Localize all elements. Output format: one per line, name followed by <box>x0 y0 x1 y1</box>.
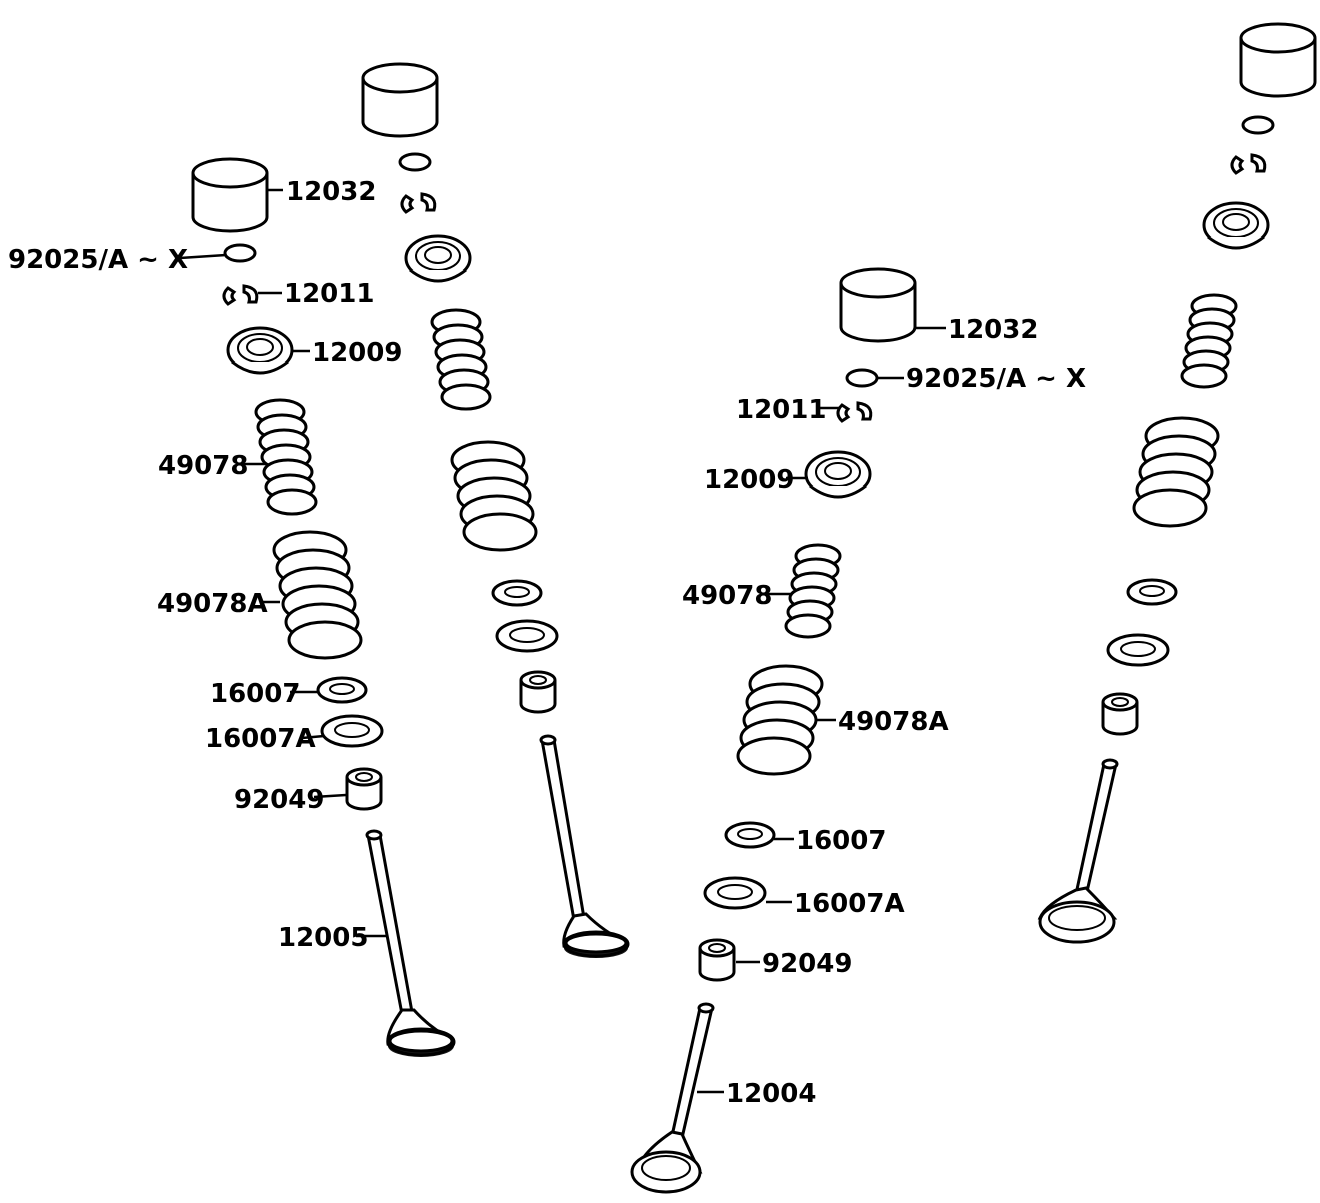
valve-assembly-1 <box>191 157 456 1057</box>
label-49078A: 49078A <box>157 589 268 619</box>
label-92025: 92025/A ~ X <box>8 245 188 275</box>
keeper <box>1230 153 1267 175</box>
valve <box>630 1002 715 1194</box>
shim <box>1241 115 1275 135</box>
label-16007A-b: 16007A <box>794 889 905 919</box>
outer-spring <box>1132 416 1220 528</box>
outer-spring <box>272 530 363 660</box>
spring-seat <box>724 821 776 849</box>
spring-retainer <box>226 326 294 375</box>
inner-spring <box>430 308 492 411</box>
label-12011-b: 12011 <box>736 395 826 425</box>
valve-assembly-4 <box>1037 22 1317 944</box>
inner-spring <box>1180 293 1238 389</box>
inner-spring <box>254 398 318 516</box>
label-92049-b: 92049 <box>762 949 852 979</box>
spring-seat-a <box>320 714 384 748</box>
label-92025-b: 92025/A ~ X <box>906 364 1086 394</box>
outer-spring <box>736 664 824 776</box>
stem-seal <box>1101 692 1139 736</box>
spring-retainer <box>1202 201 1270 250</box>
valve <box>365 829 456 1057</box>
spring-retainer <box>804 450 872 499</box>
spring-seat-a <box>703 876 767 910</box>
spring-retainer <box>404 234 472 283</box>
outer-spring <box>450 440 538 552</box>
spring-seat <box>491 579 543 607</box>
shim <box>223 243 257 263</box>
spring-seat-a <box>1106 633 1170 667</box>
label-12011: 12011 <box>284 279 374 309</box>
inner-spring <box>784 543 842 639</box>
label-12005: 12005 <box>278 923 368 953</box>
valve-assembly-2 <box>361 62 630 958</box>
keeper <box>222 284 259 306</box>
label-12032-b: 12032 <box>948 315 1038 345</box>
stem-seal <box>345 767 383 811</box>
valve <box>1037 758 1119 944</box>
label-12009-b: 12009 <box>704 465 794 495</box>
label-16007-b: 16007 <box>796 826 886 856</box>
part-labels: 12032 92025/A ~ X 12011 12009 49078 4907… <box>8 177 1086 1109</box>
label-16007: 16007 <box>210 679 300 709</box>
shim <box>845 368 879 388</box>
label-16007A: 16007A <box>205 724 316 754</box>
tappet <box>361 62 439 138</box>
keeper <box>836 401 873 423</box>
valve-assembly-3 <box>630 267 917 1194</box>
label-49078: 49078 <box>158 451 248 481</box>
label-12009: 12009 <box>312 338 402 368</box>
label-12004: 12004 <box>726 1079 816 1109</box>
keeper <box>400 192 437 214</box>
tappet <box>1239 22 1317 98</box>
spring-seat-a <box>495 619 559 653</box>
leader-lines <box>179 188 946 1094</box>
spring-seat <box>1126 578 1178 606</box>
valve <box>539 734 630 958</box>
stem-seal <box>519 670 557 714</box>
stem-seal <box>698 938 736 982</box>
label-49078-b: 49078 <box>682 581 772 611</box>
label-92049: 92049 <box>234 785 324 815</box>
label-49078A-b: 49078A <box>838 707 949 737</box>
spring-seat <box>316 676 368 704</box>
label-12032: 12032 <box>286 177 376 207</box>
tappet <box>191 157 269 233</box>
tappet <box>839 267 917 343</box>
shim <box>398 152 432 172</box>
